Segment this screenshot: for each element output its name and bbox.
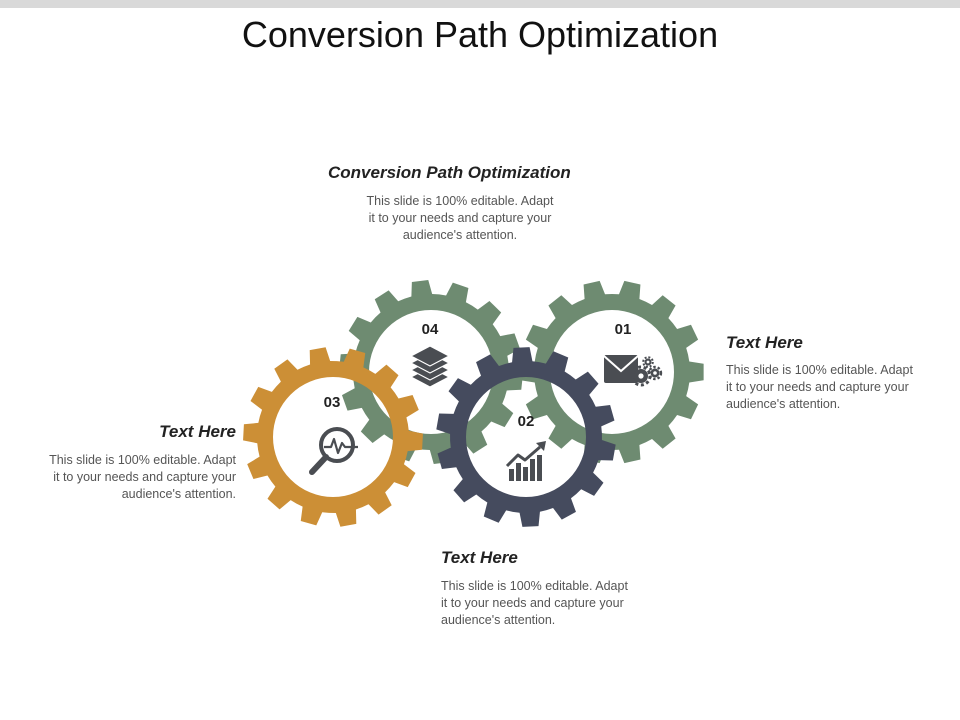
top-block-heading: Conversion Path Optimization — [328, 163, 571, 182]
bottom-block-line-1: This slide is 100% editable. Adapt — [441, 579, 628, 593]
slide-title: Conversion Path Optimization — [241, 14, 719, 55]
gear-03-shape — [243, 347, 423, 527]
mail-settings-icon — [603, 355, 663, 387]
magnifier-pulse-icon — [309, 427, 358, 475]
bottom-block-line-2: it to your needs and capture your — [441, 596, 624, 610]
gear-01-number: 01 — [615, 321, 632, 338]
growth-chart-icon — [505, 441, 546, 481]
left-block-line-1: This slide is 100% editable. Adapt — [49, 453, 236, 467]
top-block-line-1: This slide is 100% editable. Adapt — [366, 194, 554, 208]
right-block-line-3: audience's attention. — [726, 397, 841, 411]
bottom-block-line-3: audience's attention. — [441, 613, 556, 627]
gear-04-number: 04 — [422, 321, 439, 338]
bottom-block-text: This slide is 100% editable. Adapt it to… — [441, 578, 666, 629]
left-block-text: This slide is 100% editable. Adapt it to… — [12, 452, 236, 503]
top-bar — [0, 0, 960, 8]
right-block-line-2: it to your needs and capture your — [726, 380, 909, 394]
left-block-line-2: it to your needs and capture your — [53, 470, 236, 484]
top-block-line-2: it to your needs and capture your — [368, 211, 552, 225]
layers-icon — [409, 345, 451, 388]
gear-01-shape — [520, 280, 704, 464]
right-block-heading: Text Here — [726, 333, 803, 352]
gear-04: 04 — [339, 280, 523, 464]
left-block-line-3: audience's attention. — [121, 487, 236, 501]
top-block-text: This slide is 100% editable. Adapt it to… — [340, 193, 580, 244]
top-block-line-3: audience's attention. — [402, 228, 518, 242]
bottom-block-heading: Text Here — [441, 548, 518, 567]
gear-01: 01 — [520, 280, 704, 464]
gear-02: 02 — [436, 347, 616, 527]
gear-03-number: 03 — [324, 394, 341, 411]
left-block-heading: Text Here — [159, 422, 236, 441]
gear-02-number: 02 — [518, 413, 535, 430]
right-block-line-1: This slide is 100% editable. Adapt — [726, 363, 913, 377]
gear-03: 03 — [243, 347, 423, 527]
right-block-text: This slide is 100% editable. Adapt it to… — [726, 362, 951, 413]
gear-04-shape — [339, 280, 523, 464]
gear-02-shape — [436, 347, 616, 527]
